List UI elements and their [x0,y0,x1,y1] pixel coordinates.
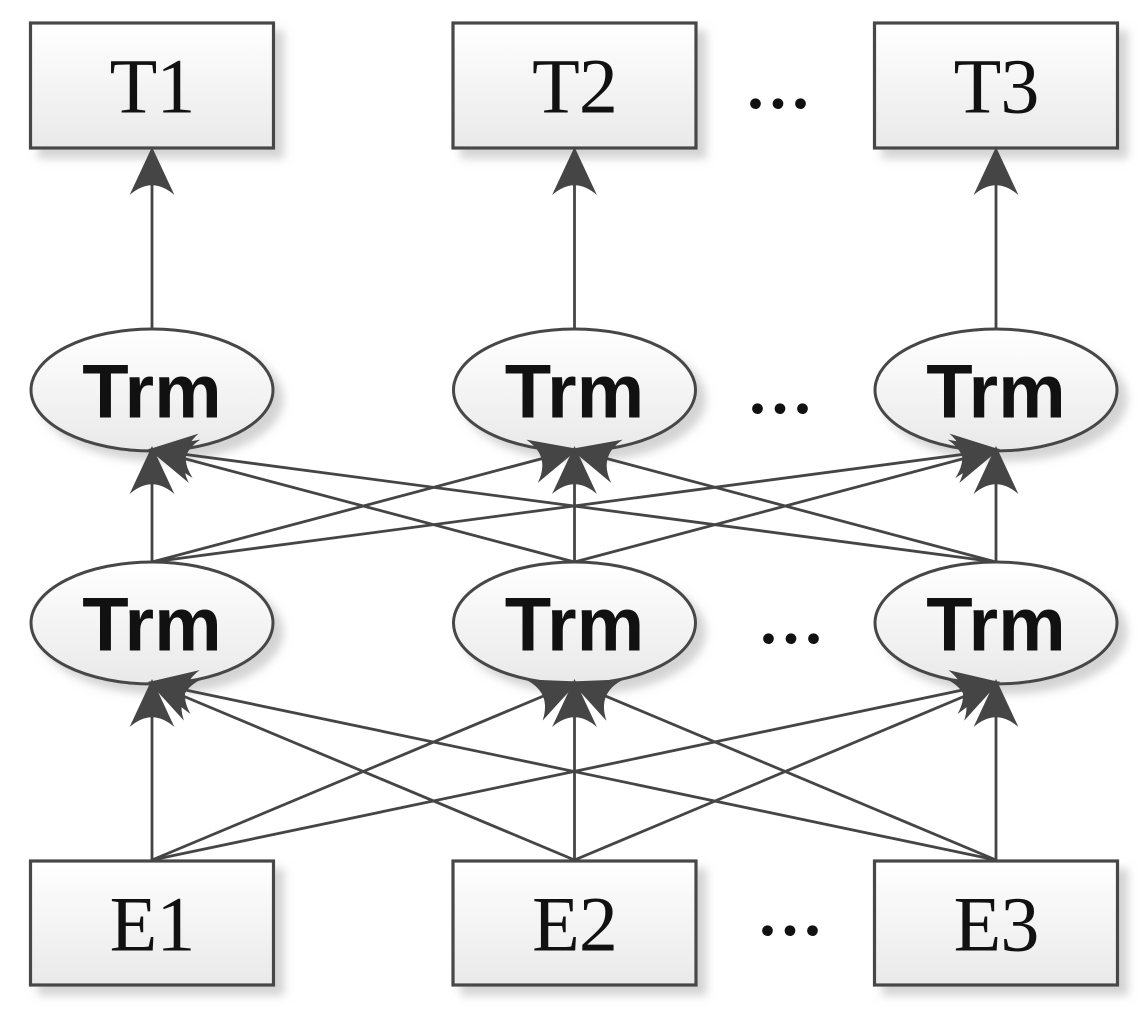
output-label-1: T1 [110,43,195,130]
output-box-3 [872,21,1120,150]
trm-upper-label-2: Trm [505,350,644,435]
input-label-3: E3 [954,881,1039,968]
edge-input-2-to-trm-lower-1 [148,679,576,862]
trm-lower-label-1: Trm [82,583,221,668]
input-box-2 [451,859,698,987]
ellipsis-trm-upper: ... [749,355,817,428]
edge-trm-lower-3-to-trm-upper-1 [148,433,997,564]
edges-layer [129,147,1019,862]
edge-trm-lower-3-to-trm-upper-2 [570,439,997,564]
ellipsis-trm-lower: ... [760,585,828,658]
trm-upper-label-1: Trm [82,350,221,435]
ellipsis-inputs: ... [759,877,827,950]
nodes-layer: T1 T2 T3 ... Trm Trm Trm ... Trm Trm Trm… [28,21,1120,987]
edge-trm-lower-2-to-trm-upper-1 [148,439,575,564]
output-label-3: T3 [954,43,1039,130]
edge-input-3-to-trm-lower-2 [570,679,997,862]
trm-upper-label-3: Trm [926,350,1065,435]
trm-lower-label-2: Trm [505,583,644,668]
trm-lower-label-3: Trm [926,583,1065,668]
ellipsis-outputs: ... [747,50,815,123]
output-box-2 [451,21,698,150]
input-label-1: E1 [110,881,195,968]
input-label-2: E2 [532,881,617,968]
input-box-3 [872,859,1120,987]
edge-input-3-to-trm-lower-1 [148,670,997,862]
output-box-1 [28,21,276,150]
input-box-1 [28,859,276,987]
output-label-2: T2 [532,43,617,130]
